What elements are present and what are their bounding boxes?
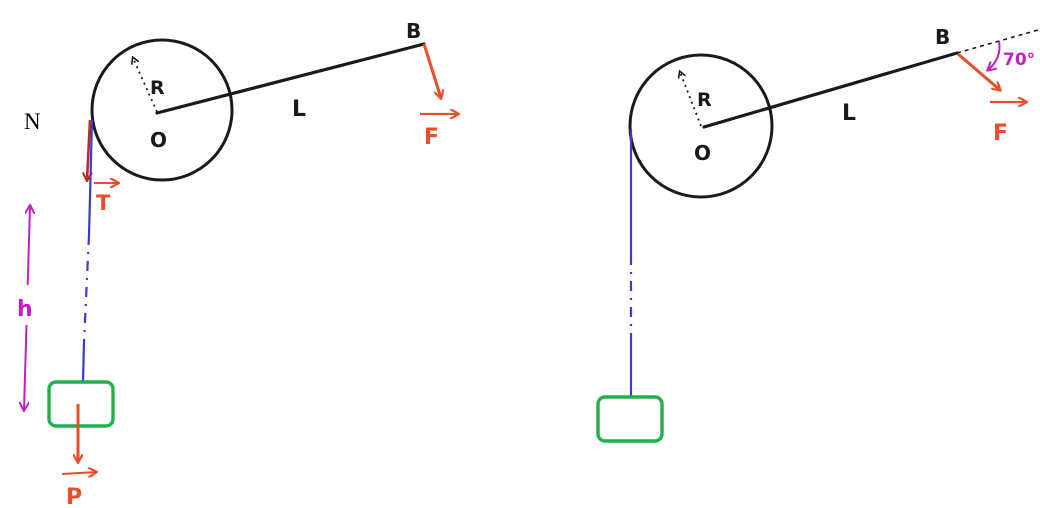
right-angle-arc	[988, 40, 1001, 70]
left-lever-label: L	[292, 97, 306, 122]
right-extension-line	[956, 29, 1039, 54]
right-angle-label: 70°	[1003, 50, 1035, 70]
left-end-label: B	[406, 19, 421, 43]
left-height-label: h	[17, 297, 33, 322]
left-pulley-circle	[90, 38, 234, 182]
left-center-label: O	[150, 128, 167, 152]
left-rope-dashed	[82, 234, 91, 343]
right-radius-line	[680, 72, 702, 127]
left-height-gap	[12, 285, 40, 325]
weight-block-icon	[47, 380, 115, 428]
left-radius-line	[133, 58, 158, 113]
left-force-label: F	[424, 125, 439, 150]
right-lever-label: L	[842, 101, 856, 126]
left-tension-arrow	[87, 119, 90, 180]
left-rope-bottom	[81, 341, 86, 383]
right-radius-label: R	[697, 89, 712, 111]
left-lever-ob	[155, 42, 426, 115]
left-point-n-label: N	[24, 109, 41, 134]
right-weight-block-icon	[596, 395, 664, 443]
right-center-label: O	[694, 141, 711, 165]
left-weight-label: P	[66, 485, 82, 508]
right-lever-ob	[702, 51, 959, 129]
left-radius-label: R	[150, 77, 165, 99]
left-tension-label: T	[96, 191, 111, 215]
right-force-arrow	[957, 52, 1000, 90]
left-weight-label-arrow	[61, 472, 96, 474]
right-end-label: B	[935, 25, 950, 49]
left-force-arrow	[422, 43, 441, 98]
right-pulley-circle	[628, 53, 774, 199]
right-figure: R O L B F 70°	[596, 25, 1039, 443]
left-figure: N R O L B F T h P	[12, 19, 458, 508]
right-force-label: F	[993, 121, 1008, 146]
